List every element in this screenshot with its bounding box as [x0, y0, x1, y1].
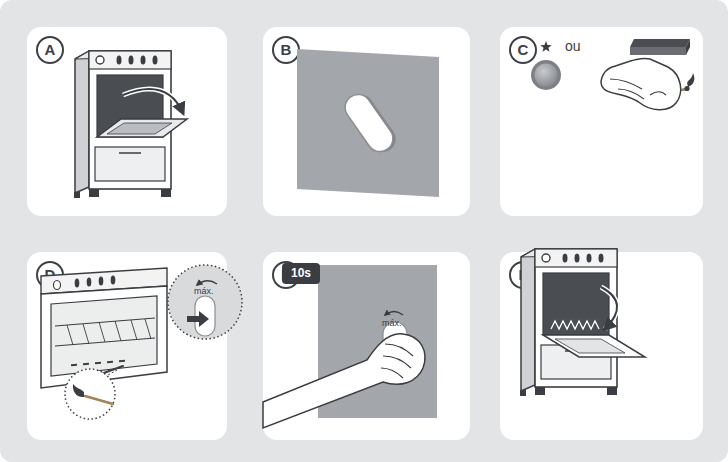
step-panel: A: [27, 27, 227, 216]
step-panel: D: [27, 252, 227, 440]
step-letter: F: [509, 261, 537, 289]
step-letter: B: [272, 36, 300, 64]
step-panel: E: [263, 252, 470, 440]
step-panel: F: [500, 252, 703, 440]
step-letter: D: [36, 261, 64, 289]
step-letter: C: [509, 36, 537, 64]
step-panel: C: [500, 27, 703, 216]
step-letter: A: [36, 36, 64, 64]
step-panel: B: [263, 27, 470, 216]
step-letter: E: [272, 261, 300, 289]
